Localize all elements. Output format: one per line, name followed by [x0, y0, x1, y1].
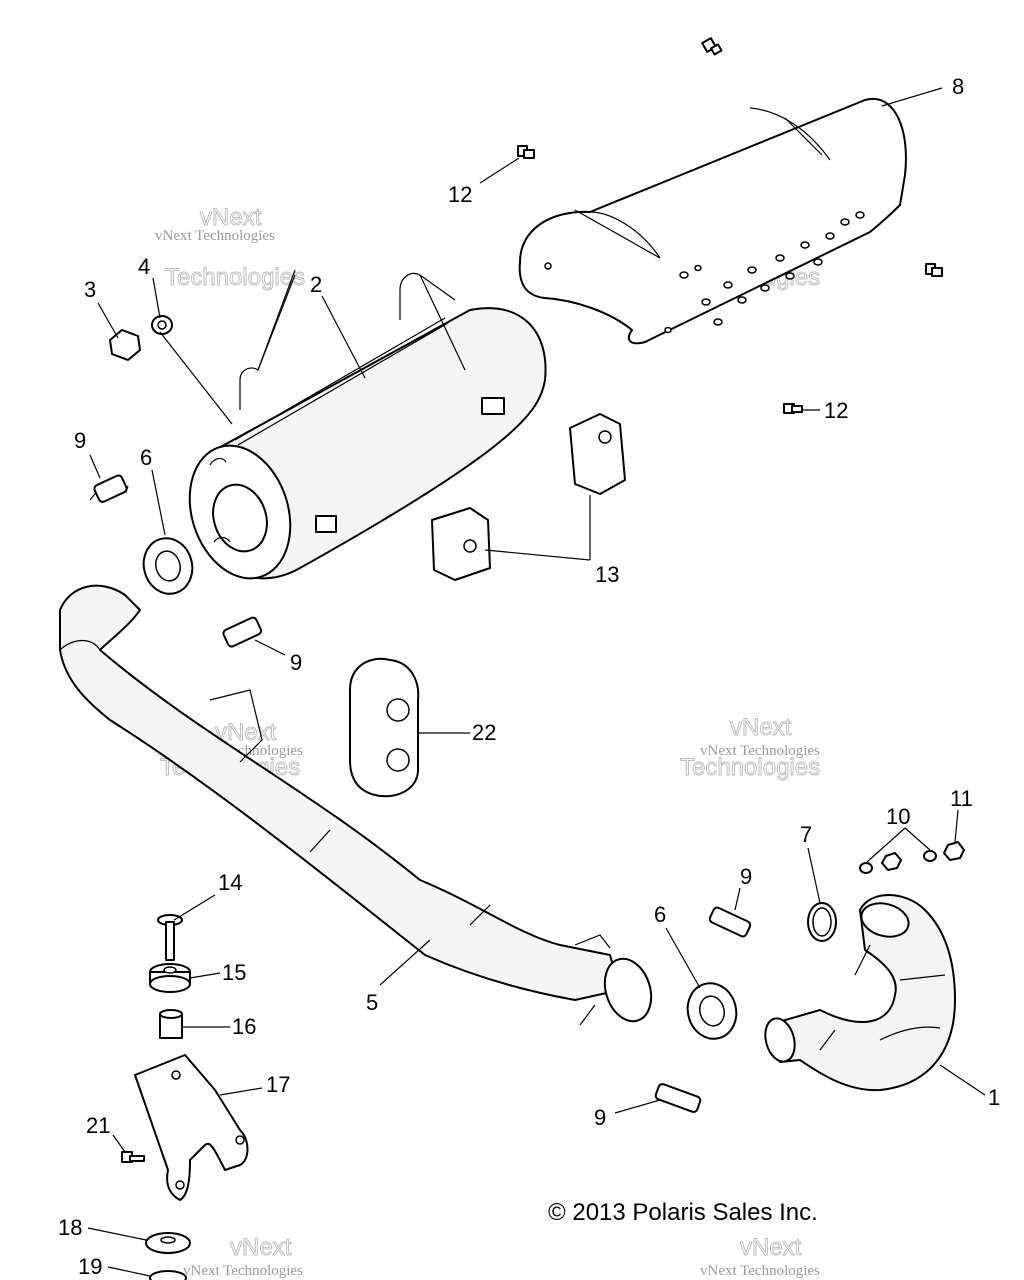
- carriage-bolt: [157, 914, 183, 961]
- grommet-lower: [145, 1232, 191, 1254]
- gasket-upper: [142, 537, 194, 595]
- lock-washer-left: [859, 862, 873, 874]
- callout-9: 9: [594, 1105, 606, 1130]
- callout-14: 14: [218, 870, 242, 895]
- isolator-lower: [431, 507, 491, 581]
- isolator-upper: [569, 413, 626, 495]
- callout-11: 11: [950, 786, 973, 811]
- callout-12: 12: [448, 182, 472, 207]
- callout-labels: 8 12 3 4 2 12 9 6 13 9 22 14 15 16 17 21…: [58, 74, 1000, 1279]
- callout-12: 12: [824, 398, 848, 423]
- mounting-bracket: [134, 1054, 249, 1201]
- flange-bolt: [121, 1151, 145, 1163]
- grommet: [149, 963, 191, 993]
- callout-16: 16: [232, 1014, 256, 1039]
- washer: [151, 315, 173, 335]
- o-ring: [807, 902, 837, 942]
- callout-21: 21: [86, 1113, 110, 1138]
- watermark-text: vNext Technologies: [183, 1263, 303, 1279]
- heat-shield: [518, 97, 907, 345]
- muffler: [188, 269, 547, 580]
- callout-17: 17: [266, 1072, 290, 1097]
- watermark-vnext: vNext: [230, 1234, 292, 1261]
- callout-1: 1: [988, 1085, 1000, 1110]
- callout-5: 5: [366, 990, 378, 1015]
- callout-13: 13: [595, 562, 619, 587]
- spring-right: [708, 906, 752, 938]
- callout-15: 15: [222, 960, 246, 985]
- watermark-text: vNext Technologies: [700, 743, 820, 759]
- watermark-vnext: vNext: [740, 1234, 802, 1261]
- callout-2: 2: [310, 272, 322, 297]
- callout-19: 19: [78, 1254, 102, 1279]
- watermark-tech: Technologies: [680, 754, 820, 781]
- spacer: [159, 1009, 183, 1039]
- gasket-lower: [686, 982, 738, 1040]
- watermark: vNext vNext Technologies Technologies: [680, 714, 821, 782]
- callout-22: 22: [472, 720, 496, 745]
- nut-right: [943, 841, 965, 861]
- watermark-vnext: vNext: [200, 204, 262, 231]
- plug: [109, 329, 141, 361]
- leader-lines: [87, 87, 986, 1277]
- callout-9: 9: [74, 428, 86, 453]
- spring-upper: [89, 474, 129, 503]
- copyright-notice: © 2013 Polaris Sales Inc.: [548, 1199, 818, 1226]
- bolt-12-upper: [517, 145, 535, 159]
- callout-8: 8: [952, 74, 964, 99]
- bolt-12-lower: [783, 403, 803, 414]
- spring-lower: [654, 1083, 702, 1113]
- washer-lower: [149, 1270, 187, 1280]
- callout-6: 6: [654, 902, 666, 927]
- watermark-vnext: vNext: [730, 714, 792, 741]
- watermark: vNext vNext Technologies Technologies: [155, 204, 306, 292]
- callout-7: 7: [800, 822, 812, 847]
- y-pipe: [764, 894, 956, 1092]
- bolt-top: [701, 37, 723, 56]
- bolt-right: [925, 263, 943, 277]
- watermark: vNext vNext Technologies: [183, 1234, 303, 1280]
- callout-4: 4: [138, 254, 150, 279]
- callout-18: 18: [58, 1215, 82, 1240]
- hanger-isolator: [349, 657, 420, 798]
- watermark-tech: Technologies: [165, 264, 305, 291]
- watermark: vNext vNext Technologies: [700, 1234, 820, 1280]
- callout-9: 9: [740, 864, 752, 889]
- watermark-text: vNext Technologies: [700, 1263, 820, 1279]
- callout-6: 6: [140, 445, 152, 470]
- heat-shield-vent-holes: [664, 211, 865, 334]
- callout-10: 10: [886, 804, 910, 829]
- spring-middle: [222, 616, 263, 648]
- lock-washer-right: [923, 850, 937, 862]
- head-pipe: [59, 584, 653, 1026]
- watermark-text: vNext Technologies: [155, 228, 275, 244]
- nut-left: [881, 852, 902, 871]
- callout-3: 3: [84, 277, 96, 302]
- callout-9: 9: [290, 650, 302, 675]
